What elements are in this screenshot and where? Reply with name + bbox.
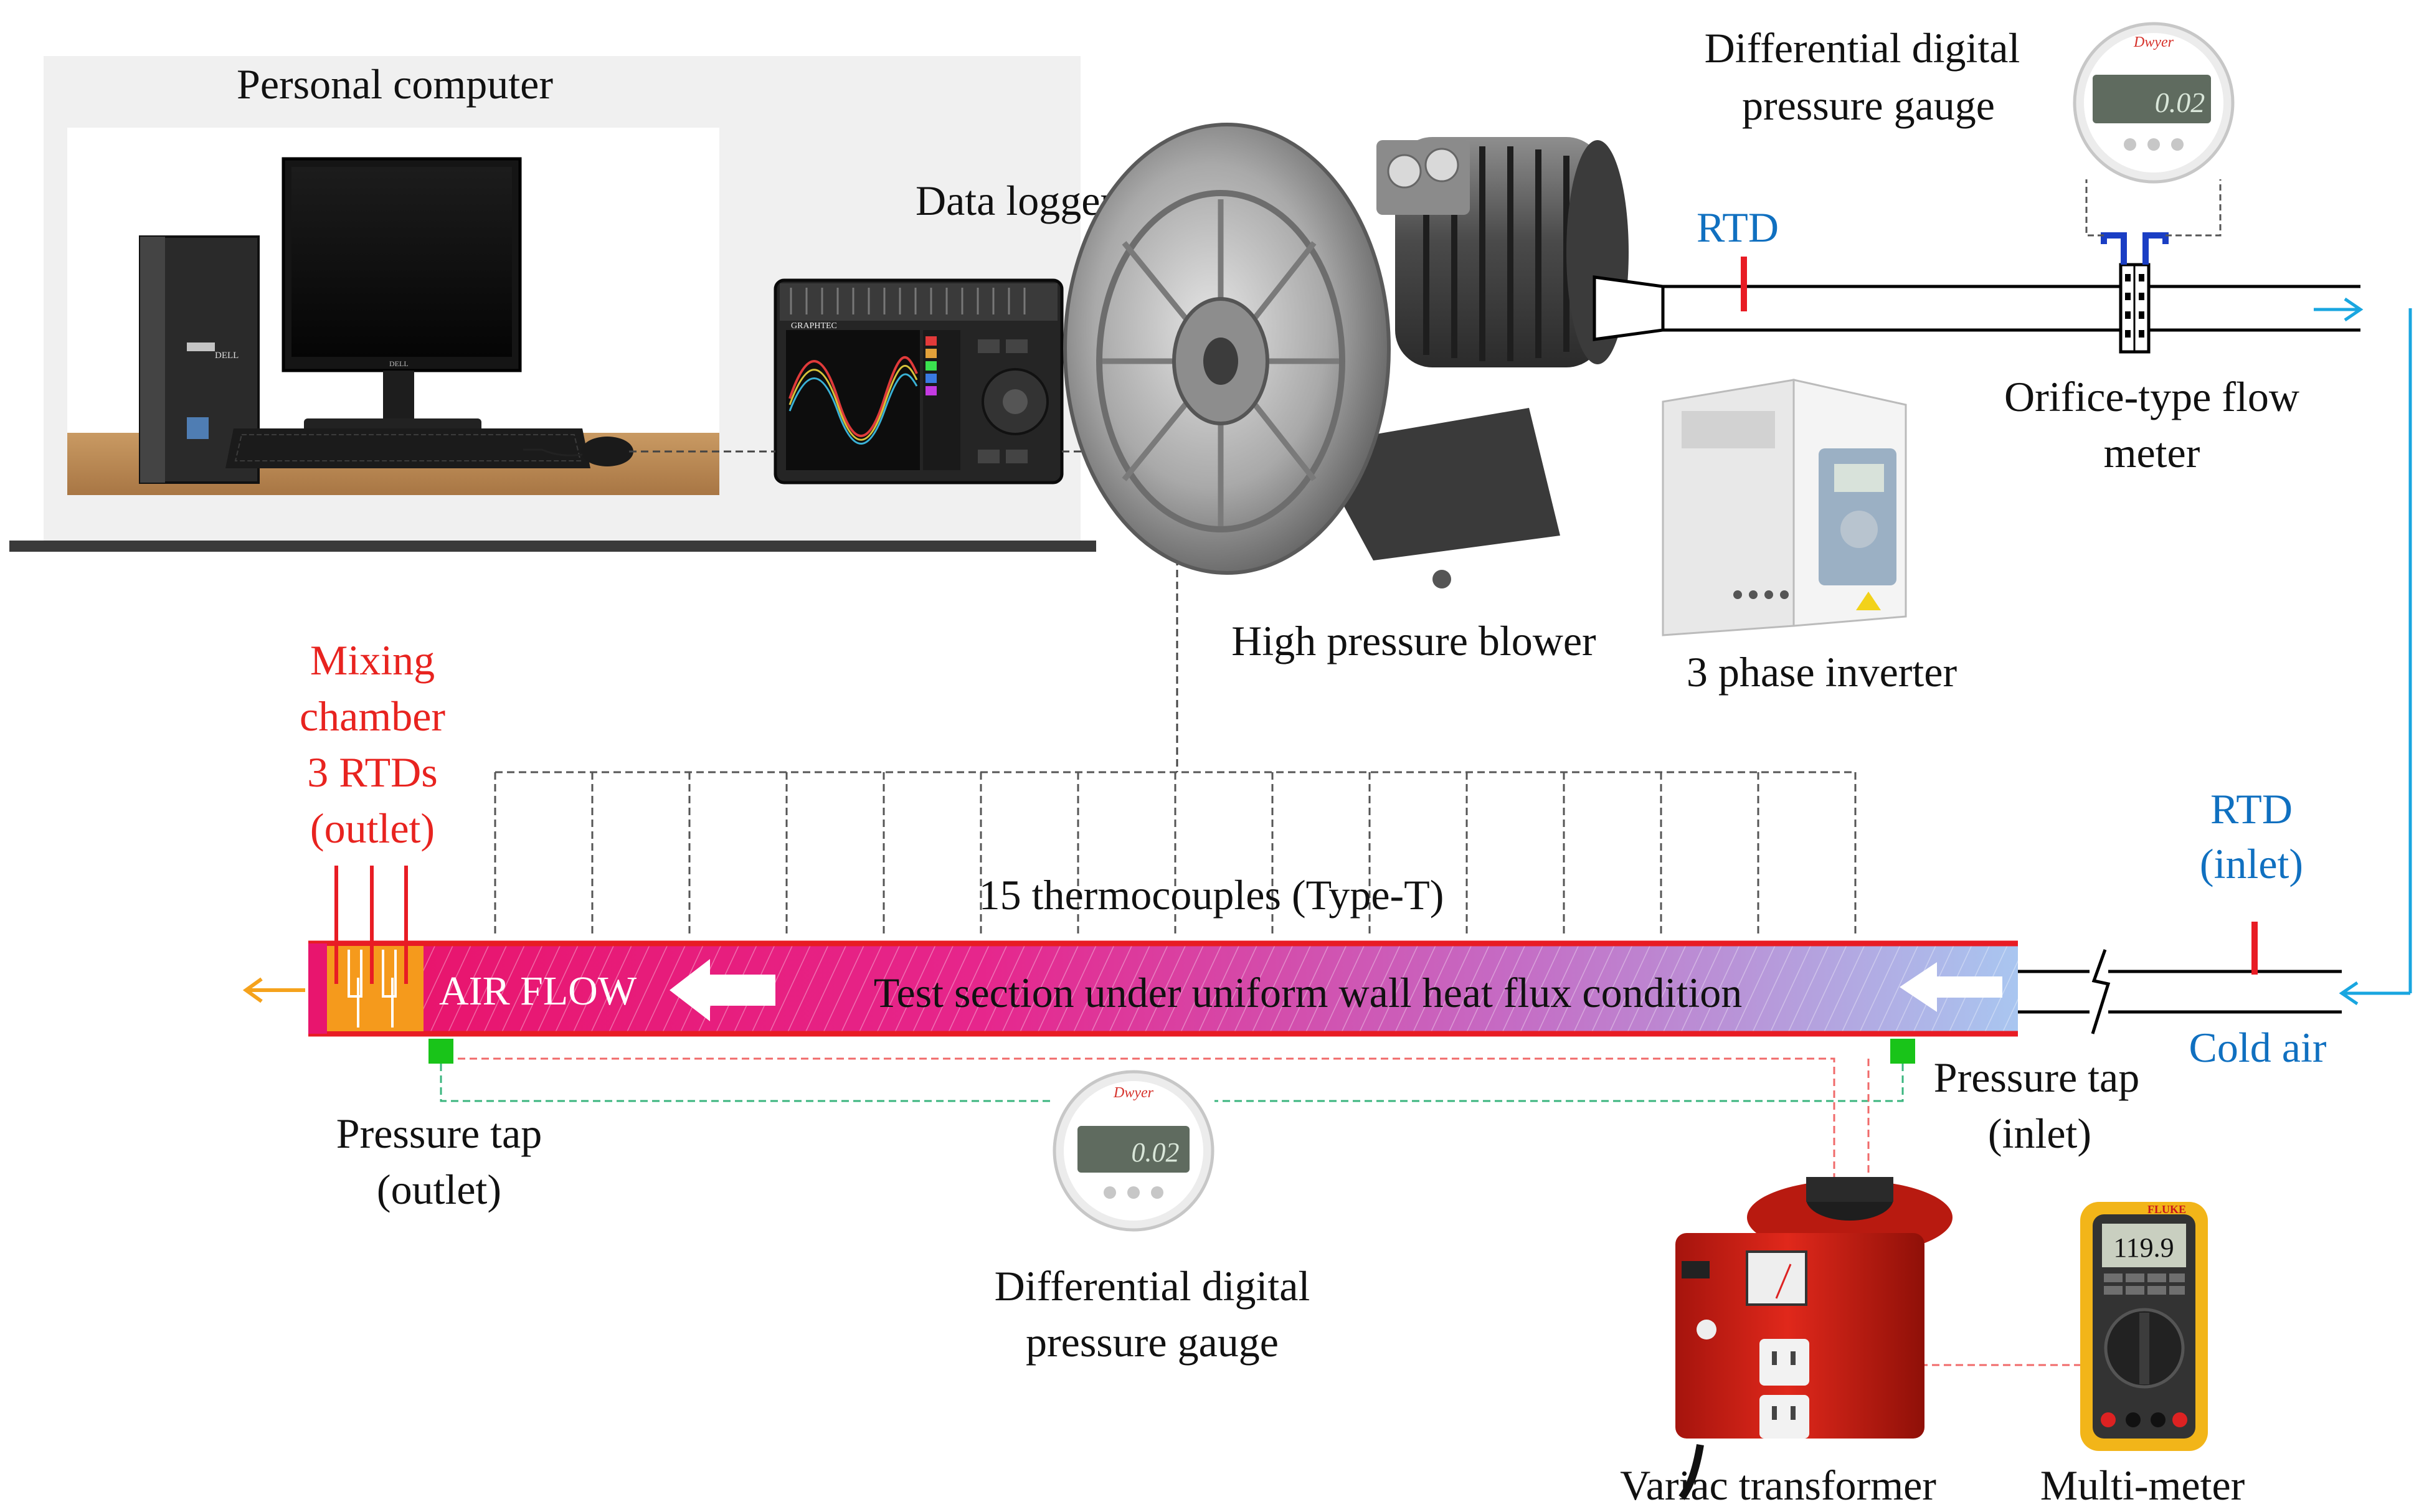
supply-pipe: RTD Orifice-type flow meter [1593, 179, 2364, 476]
pc-panel-shelf [9, 541, 1096, 552]
air-flow-label: AIR FLOW [439, 968, 637, 1014]
air-flow-arrow-left [670, 959, 775, 1021]
heater-wire-1 [458, 1057, 1835, 1180]
multimeter-brand: FLUKE [2147, 1203, 2186, 1216]
multi-meter: 119.9 FLUKE Multi-meter [2040, 1202, 2245, 1509]
data-logger-screen [786, 330, 920, 470]
pressure-tap-inlet [1890, 1039, 1915, 1064]
orifice-label-line2: meter [2104, 429, 2200, 476]
tap-tubing-inlet [1214, 1064, 1904, 1102]
multimeter-label: Multi-meter [2040, 1462, 2245, 1509]
data-logger-brand: GRAPHTEC [791, 321, 837, 331]
pressure-tap-outlet [428, 1039, 453, 1064]
blower-label: High pressure blower [1231, 617, 1596, 664]
ptap-inlet-label-line1: Pressure tap [1934, 1054, 2139, 1101]
data-logger: GRAPHTEC Data logger [774, 177, 1114, 484]
inverter-label: 3 phase inverter [1687, 648, 1957, 696]
thermocouple-leads [494, 771, 1857, 937]
gauge-top-brand: Dwyer [2133, 34, 2174, 50]
pipe-break-symbol [2091, 949, 2111, 1034]
test-section: AIR FLOW Test section under uniform wall… [242, 866, 2018, 1037]
ptap-outlet-label-line2: (outlet) [377, 1166, 501, 1213]
differential-pressure-gauge-bottom: 0.02 Dwyer Differential digital pressure… [995, 1070, 1310, 1366]
rtd-inlet-label-line2: (inlet) [2200, 840, 2303, 887]
pc-mouse [581, 437, 633, 466]
ptap-outlet-label-line1: Pressure tap [336, 1110, 542, 1157]
gauge-bottom-reading: 0.02 [1132, 1137, 1180, 1168]
variac-outlet-2 [1759, 1395, 1809, 1439]
mixing-label-line2: chamber [300, 692, 445, 740]
mixing-label-line1: Mixing [310, 636, 435, 684]
mixing-chamber [327, 946, 424, 1031]
orifice-label-line1: Orifice-type flow [2004, 373, 2299, 420]
variac-body [1675, 1233, 1924, 1439]
data-logger-label: Data logger [916, 177, 1114, 224]
cold-air-arrow [2339, 981, 2359, 1006]
mixing-chamber-label: Mixing chamber 3 RTDs (outlet) [300, 636, 445, 852]
gauge-bottom-label-line1: Differential digital [995, 1262, 1310, 1310]
test-section-label: Test section under uniform wall heat flu… [874, 969, 1743, 1016]
variac-transformer: Variac transformer [1620, 1177, 1953, 1509]
air-flow-arrow-right [1900, 962, 2002, 1012]
monitor-screen [291, 167, 512, 357]
pc-brand-text: DELL [215, 351, 239, 361]
cold-air-label: Cold air [2189, 1024, 2327, 1071]
inlet-pipe: RTD (inlet) Cold air [2018, 785, 2342, 1071]
gauge-top-label-line2: pressure gauge [1742, 82, 1995, 129]
blower-outlet-reducer [1593, 275, 1665, 341]
cold-air-supply-line [2339, 308, 2412, 1006]
gauge-top-reading: 0.02 [2155, 87, 2205, 118]
personal-computer-label: Personal computer [237, 60, 553, 108]
three-phase-inverter: 3 phase inverter [1662, 379, 1957, 696]
tap-tubing-outlet [440, 1064, 1053, 1102]
rtd-top-label: RTD [1697, 204, 1779, 251]
gauge-top-display [2093, 75, 2211, 123]
thermocouples-label: 15 thermocouples (Type-T) [979, 871, 1444, 919]
variac-label: Variac transformer [1620, 1462, 1936, 1509]
mixing-label-line3: 3 RTDs [307, 749, 437, 796]
monitor-brand-text: DELL [389, 359, 409, 368]
gauge-bottom-label-line2: pressure gauge [1026, 1318, 1279, 1366]
ptap-inlet-label-line2: (inlet) [1988, 1110, 2091, 1157]
multimeter-reading: 119.9 [2113, 1232, 2174, 1263]
variac-outlet-1 [1759, 1339, 1809, 1386]
pc-keyboard [225, 428, 590, 468]
differential-pressure-gauge-top: 0.02 Dwyer Differential digital pressure… [1705, 22, 2235, 184]
multimeter-display [2102, 1224, 2186, 1267]
rtd-inlet-label-line1: RTD [2210, 785, 2293, 833]
mixing-label-line4: (outlet) [310, 805, 435, 852]
gauge-top-label-line1: Differential digital [1705, 24, 2020, 72]
gauge-bottom-display [1077, 1126, 1190, 1173]
high-pressure-blower: High pressure blower [1063, 123, 1629, 664]
gauge-bottom-brand: Dwyer [1113, 1085, 1154, 1101]
